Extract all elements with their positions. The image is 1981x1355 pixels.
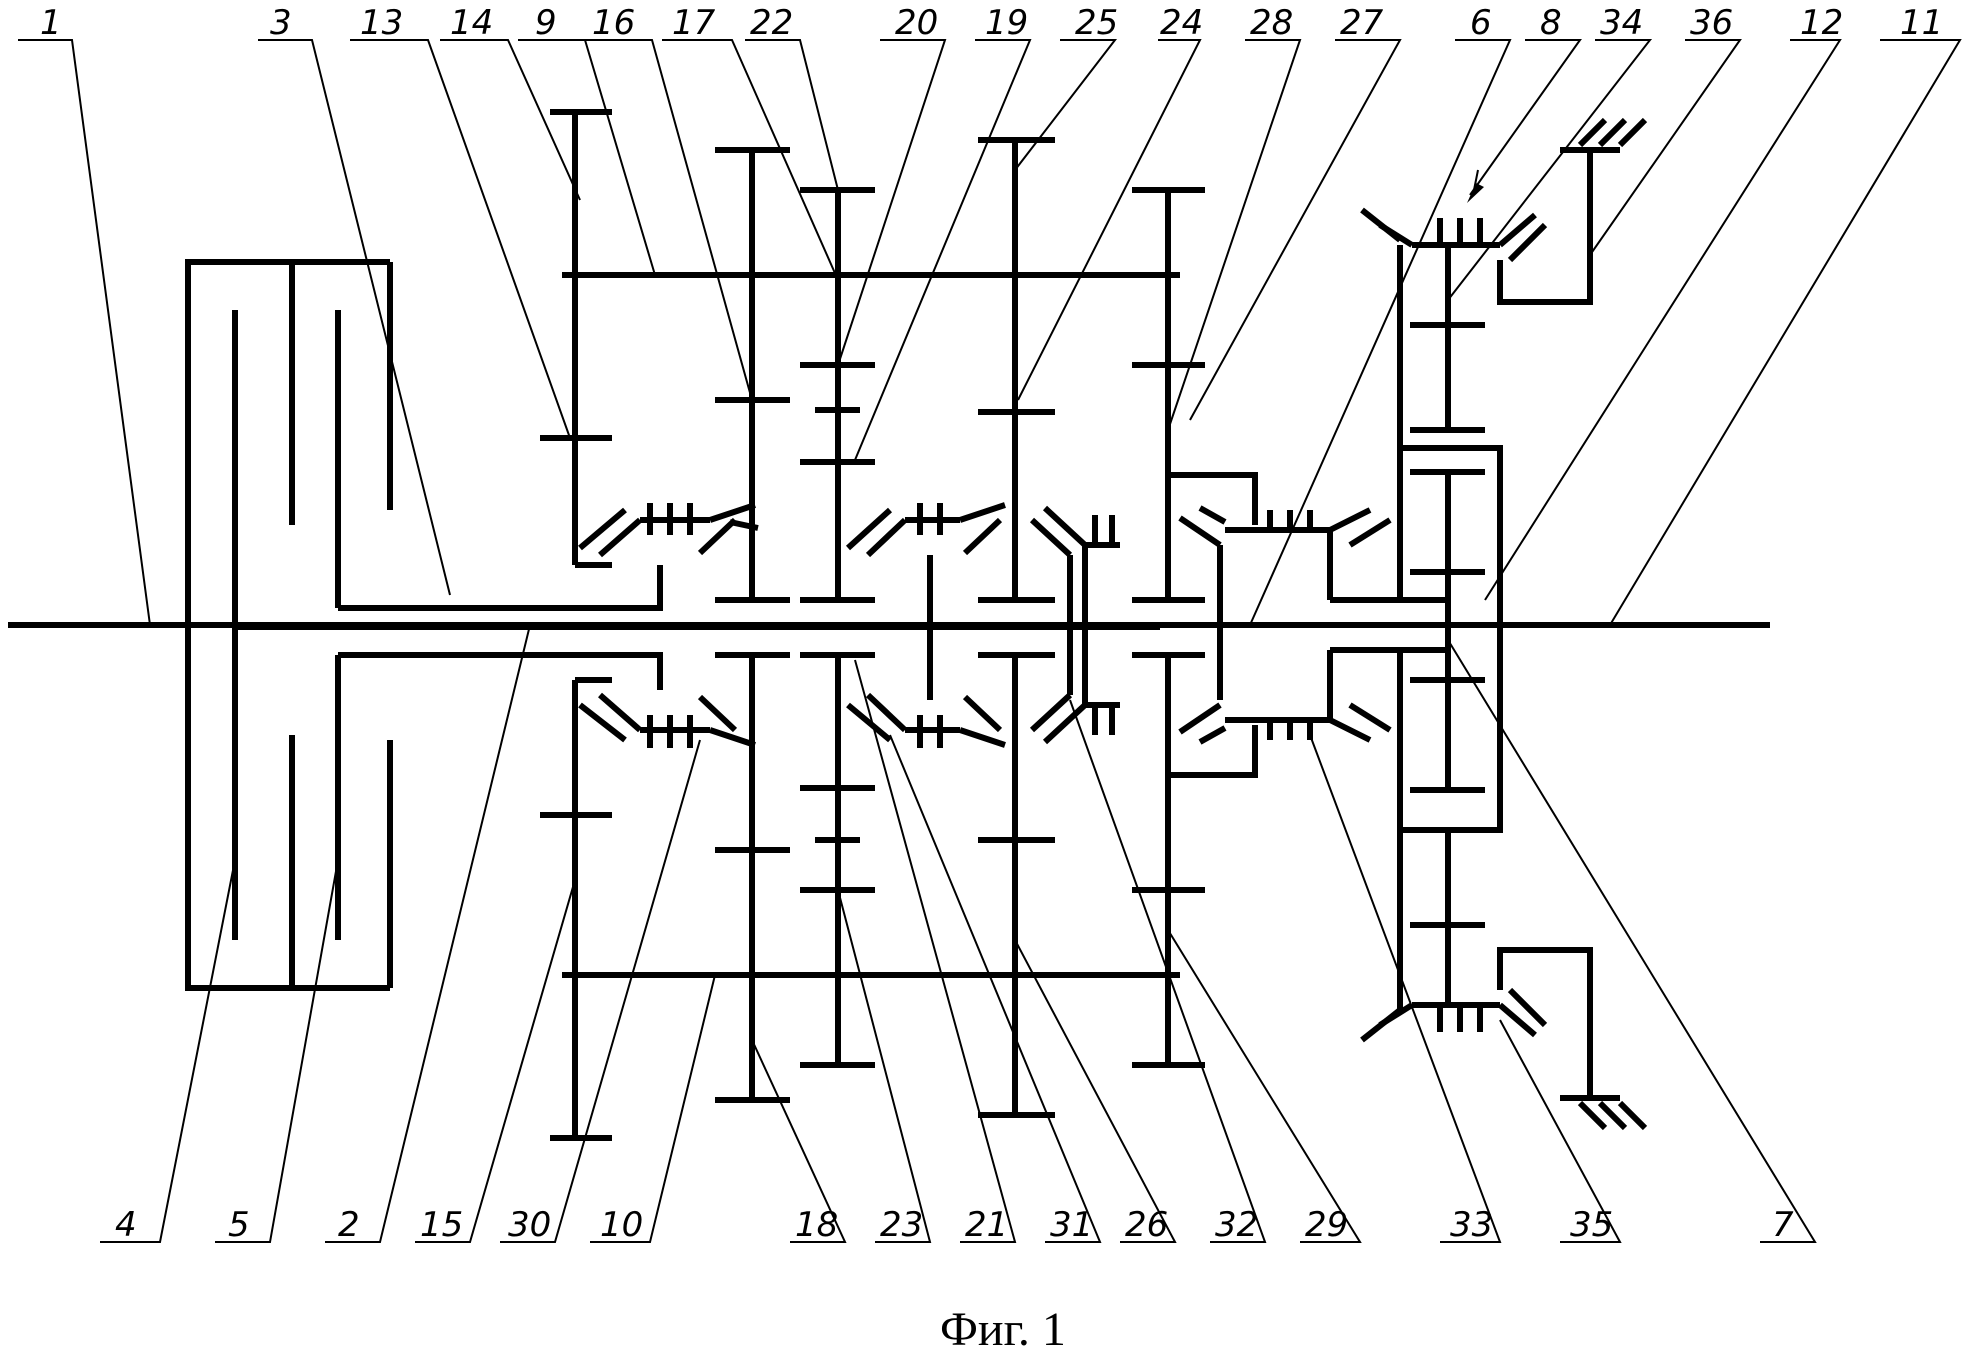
label-4: 4 (115, 1205, 137, 1245)
label-28: 28 (1250, 3, 1293, 43)
clutch-housing (185, 259, 663, 991)
figure-caption: Фиг. 1 (940, 1303, 1066, 1355)
main-shaft (8, 622, 1770, 630)
label-7: 7 (1772, 1205, 1794, 1245)
label-22: 22 (750, 3, 793, 43)
label-26: 26 (1125, 1205, 1168, 1245)
synchronizer-26 (1029, 505, 1120, 745)
label-15: 15 (420, 1205, 463, 1245)
synchronizer-21 (845, 502, 1006, 748)
synchronizer-15 (578, 502, 759, 748)
label-3: 3 (270, 3, 292, 43)
label-31: 31 (1050, 1205, 1093, 1245)
label-29: 29 (1305, 1205, 1348, 1245)
label-18: 18 (795, 1205, 838, 1245)
label-30: 30 (508, 1205, 551, 1245)
leader-lines-top (18, 39, 1962, 626)
label-9: 9 (535, 3, 557, 43)
label-35: 35 (1570, 1205, 1613, 1245)
gear-27-29 (1132, 187, 1205, 1068)
top-labels: 1 3 13 14 9 16 17 22 20 19 25 24 28 27 6… (40, 3, 1943, 43)
label-11: 11 (1900, 3, 1943, 43)
label-10: 10 (600, 1205, 643, 1245)
label-17: 17 (672, 3, 716, 43)
label-20: 20 (895, 3, 938, 43)
label-23: 23 (880, 1205, 923, 1245)
label-12: 12 (1800, 3, 1843, 43)
label-13: 13 (360, 3, 403, 43)
leader-lines-bottom (100, 624, 1817, 1243)
label-8: 8 (1540, 3, 1562, 43)
label-19: 19 (985, 3, 1028, 43)
label-2: 2 (338, 1205, 360, 1245)
label-32: 32 (1215, 1205, 1258, 1245)
label-5: 5 (228, 1205, 250, 1245)
label-25: 25 (1075, 3, 1118, 43)
label-33: 33 (1450, 1205, 1493, 1245)
label-16: 16 (592, 3, 635, 43)
label-21: 21 (965, 1205, 1008, 1245)
label-6: 6 (1470, 3, 1492, 43)
synchronizer-32 (1168, 472, 1400, 778)
label-1: 1 (40, 3, 62, 43)
label-24: 24 (1160, 3, 1203, 43)
label-27: 27 (1340, 3, 1384, 43)
gear-22-23 (800, 187, 875, 1068)
label-36: 36 (1690, 3, 1733, 43)
label-34: 34 (1600, 3, 1643, 43)
bottom-labels: 4 5 2 15 30 10 18 23 21 31 26 32 29 33 3… (115, 1205, 1794, 1245)
planetary-gear-set (1360, 117, 1648, 1131)
label-14: 14 (450, 3, 493, 43)
